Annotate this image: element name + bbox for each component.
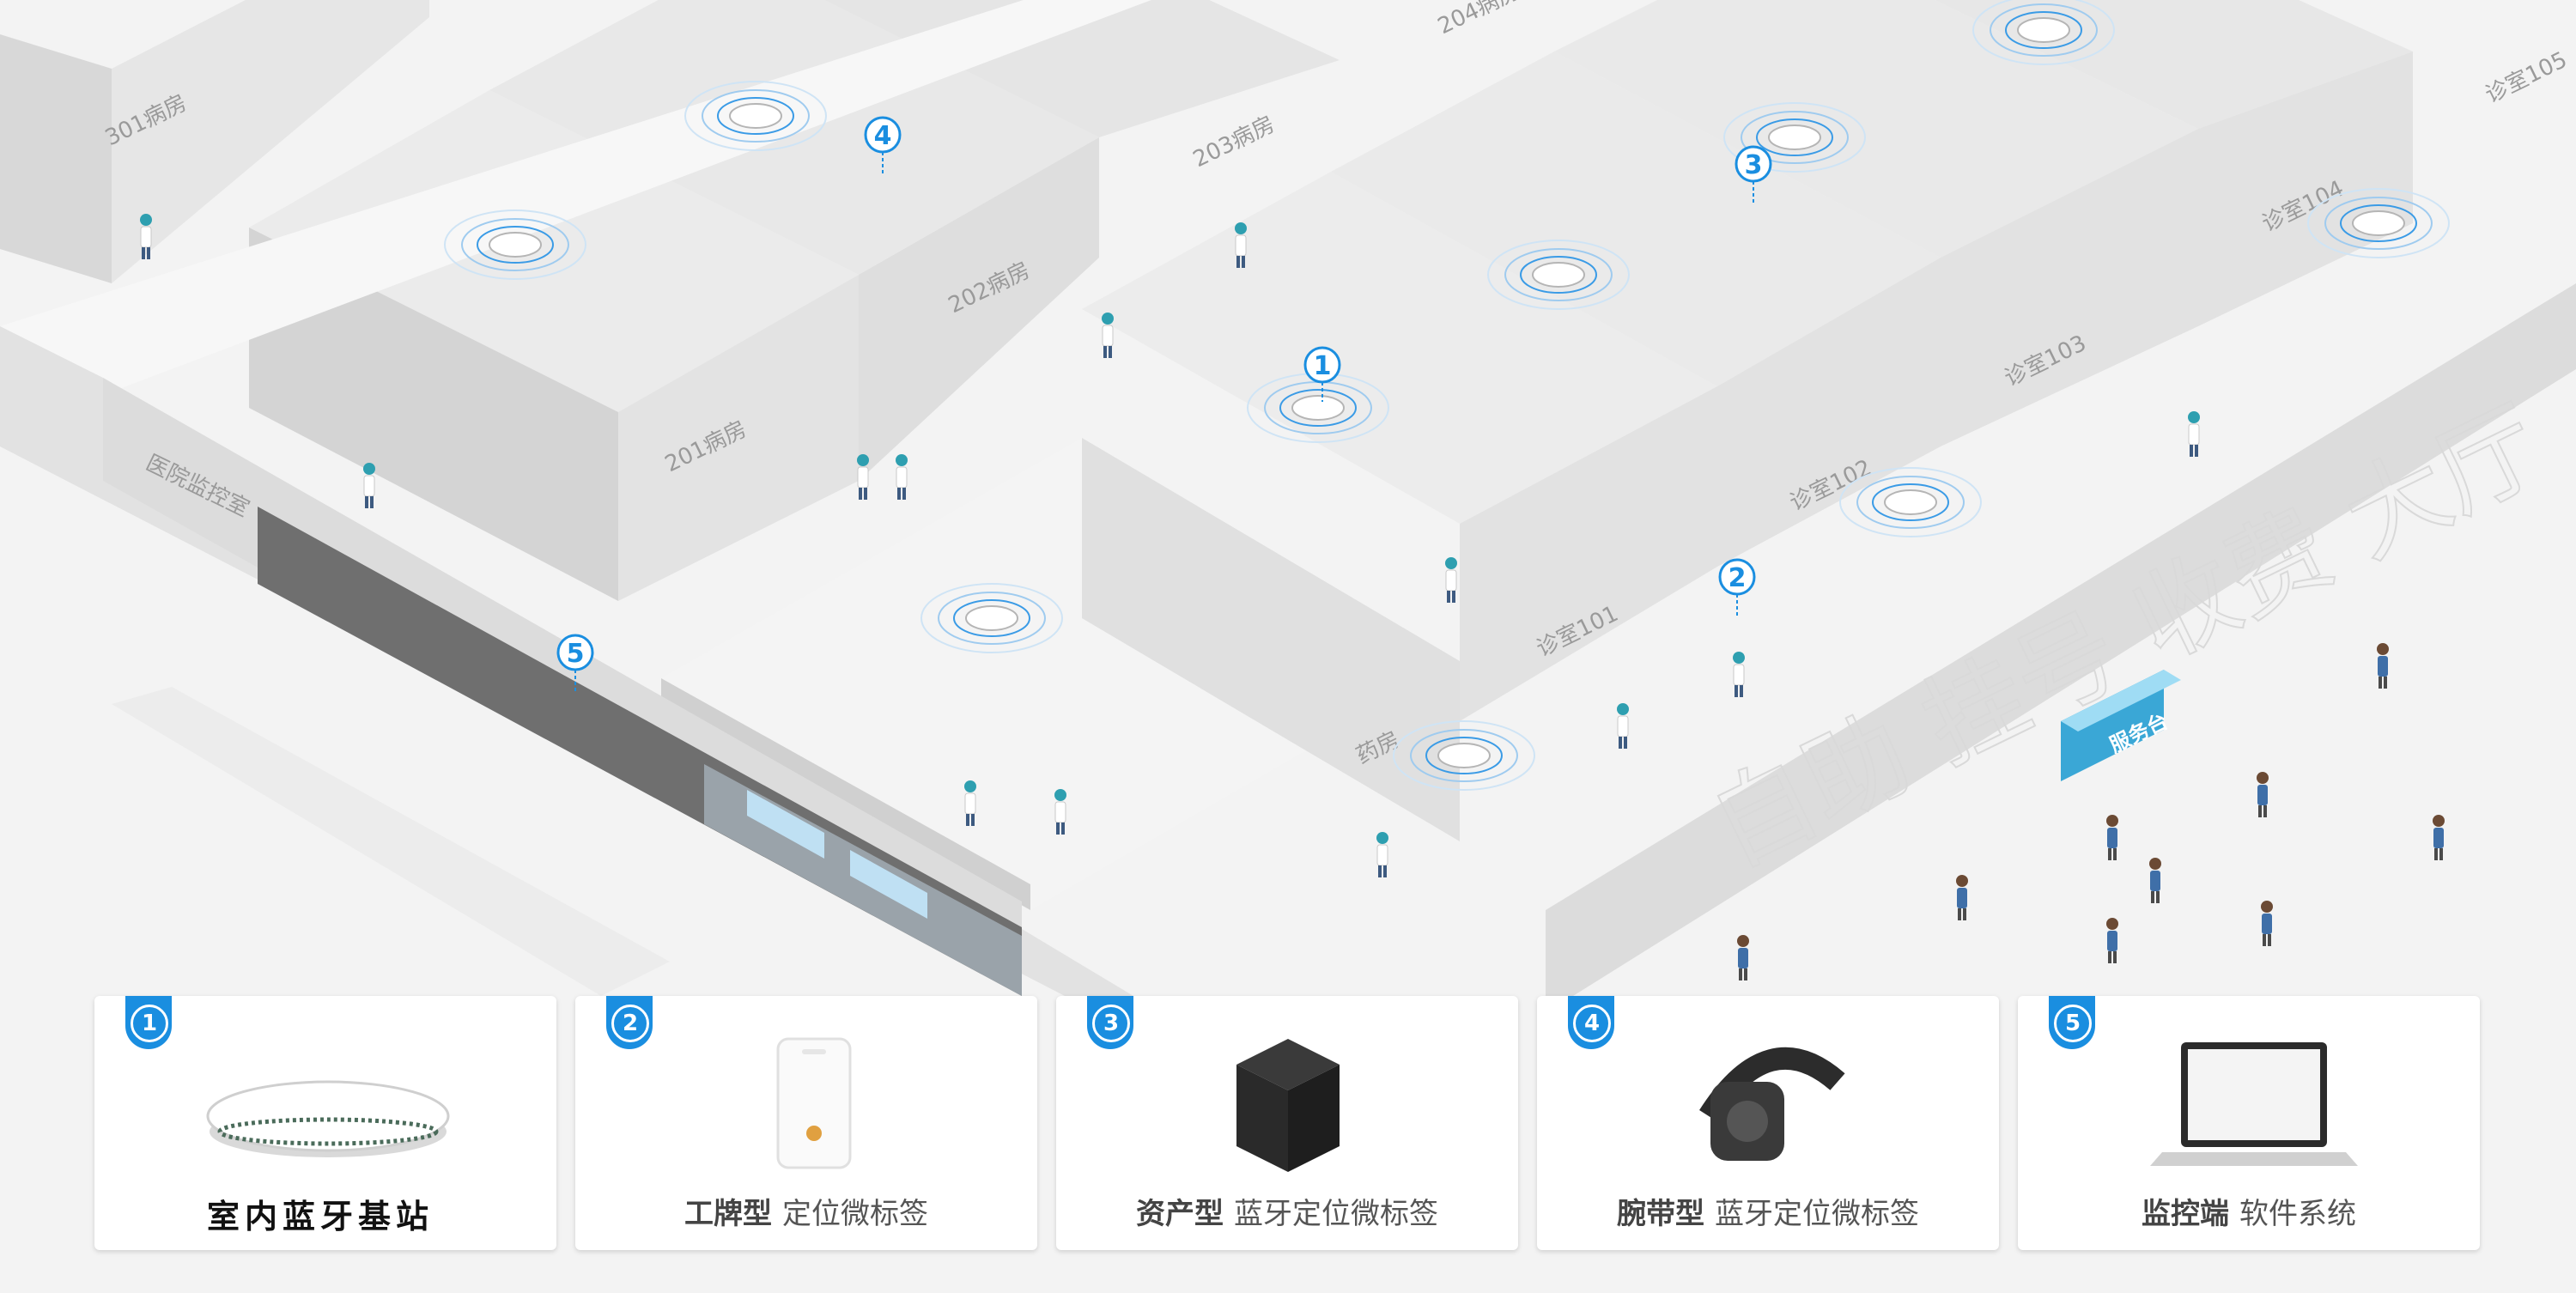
card-subtitle: 蓝牙定位微标签	[1715, 1197, 1919, 1231]
card-subtitle: 软件系统	[2239, 1197, 2356, 1231]
marker-2: 2	[1718, 558, 1756, 618]
card-title: 腕带型	[1617, 1197, 1704, 1231]
pharmacy-room	[661, 438, 1460, 910]
svg-text:1: 1	[1314, 351, 1332, 381]
badge-tag-icon	[776, 1037, 852, 1169]
product-card-wristband-tag[interactable]: 4 腕带型蓝牙定位微标签	[1537, 996, 1999, 1250]
card-number-badge: 4	[1568, 996, 1614, 1049]
card-title: 资产型	[1136, 1197, 1224, 1231]
asset-tag-icon	[1236, 1039, 1340, 1172]
wristband-tag-icon	[1699, 1047, 1845, 1161]
svg-text:4: 4	[874, 121, 892, 151]
clinic-block	[1082, 0, 2576, 1013]
svg-text:3: 3	[1745, 150, 1763, 180]
card-number-badge: 1	[125, 996, 172, 1049]
svg-text:5: 5	[567, 639, 585, 669]
card-subtitle: 蓝牙定位微标签	[1234, 1197, 1438, 1231]
card-title: 工牌型	[684, 1197, 772, 1231]
operator-desk	[112, 687, 670, 996]
marker-3: 3	[1735, 145, 1772, 204]
product-card-asset-tag[interactable]: 3 资产型蓝牙定位微标签	[1056, 996, 1518, 1250]
monitoring-laptop-icon	[2150, 1042, 2358, 1166]
card-number-badge: 3	[1087, 996, 1133, 1049]
svg-text:2: 2	[1728, 563, 1747, 593]
card-number-badge: 5	[2049, 996, 2095, 1049]
marker-5: 5	[556, 634, 594, 691]
bluetooth-base-station-icon	[206, 1080, 450, 1157]
card-title: 室内蓝牙基站	[206, 1198, 434, 1235]
marker-4: 4	[864, 116, 902, 176]
product-card-badge-tag[interactable]: 2 工牌型定位微标签	[575, 996, 1037, 1250]
card-subtitle: 定位微标签	[782, 1197, 928, 1231]
product-card-base-station[interactable]: 1 室内蓝牙基站	[94, 996, 556, 1250]
card-number-badge: 2	[606, 996, 653, 1049]
product-card-monitoring-software[interactable]: 5 监控端软件系统	[2018, 996, 2480, 1250]
card-title: 监控端	[2142, 1197, 2229, 1231]
marker-1: 1	[1303, 346, 1341, 402]
